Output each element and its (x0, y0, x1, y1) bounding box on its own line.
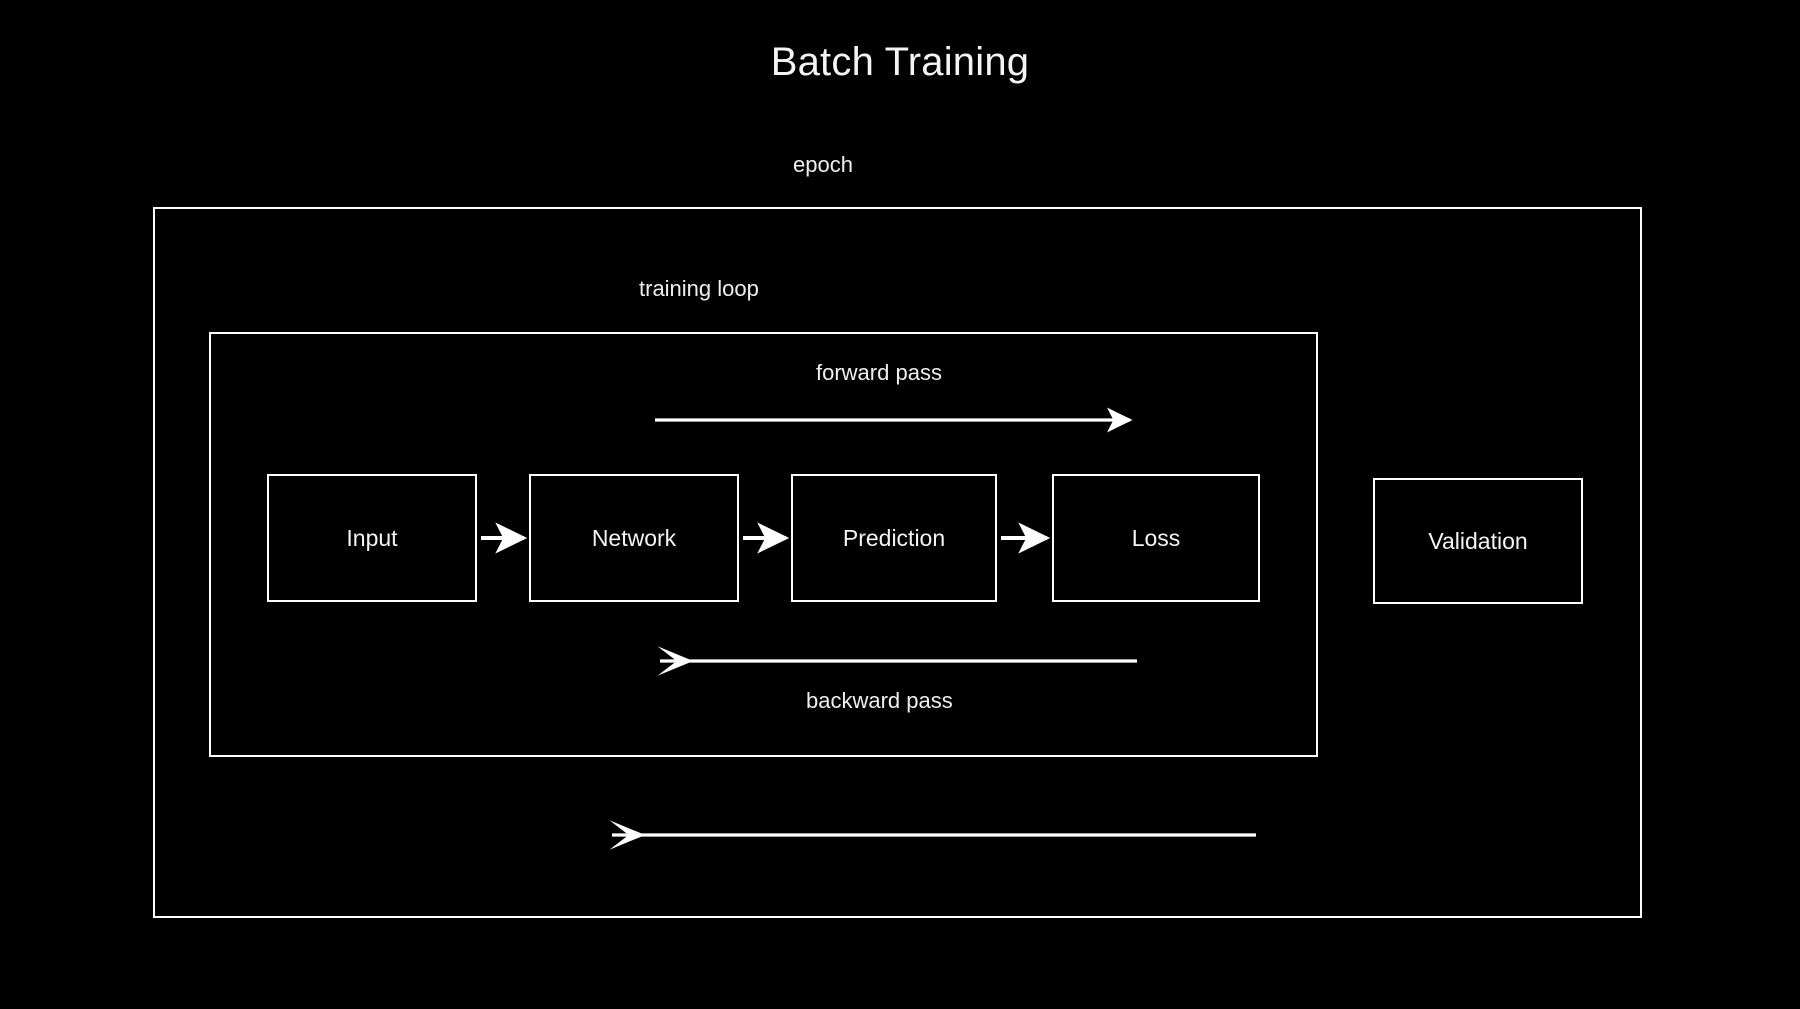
node-input[interactable]: Input (267, 474, 477, 602)
backward-pass-label: backward pass (806, 688, 953, 713)
forward-pass-label: forward pass (816, 360, 942, 385)
node-network[interactable]: Network (529, 474, 739, 602)
node-prediction[interactable]: Prediction (791, 474, 997, 602)
node-loss[interactable]: Loss (1052, 474, 1260, 602)
training-loop-label: training loop (639, 276, 759, 301)
node-validation[interactable]: Validation (1373, 478, 1583, 604)
epoch-label: epoch (793, 152, 853, 177)
page-title: Batch Training (770, 40, 1030, 84)
